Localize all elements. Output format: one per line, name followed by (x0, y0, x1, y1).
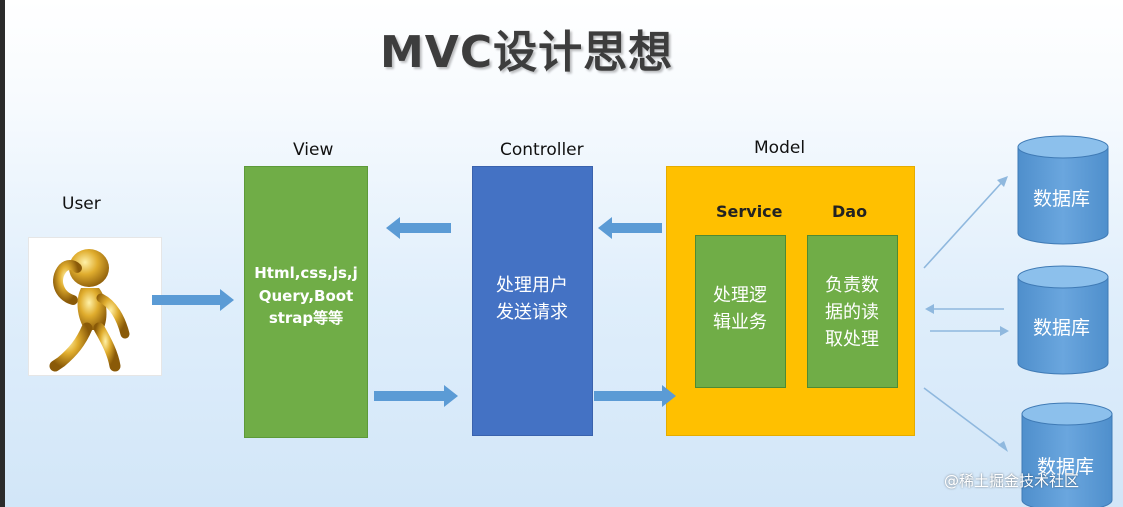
arrow-dao-to-db-bottom (923, 387, 1005, 449)
service-description: 处理逻 辑业务 (700, 282, 780, 336)
user-figure-icon (49, 249, 130, 372)
window-edge (0, 0, 5, 507)
dao-text-line: 据的读 (825, 302, 879, 323)
arrow-dao-to-db-top (923, 179, 1005, 269)
dao-text-line: 取处理 (825, 329, 879, 350)
service-text-line: 处理逻 (713, 285, 767, 306)
view-text-line: strap等等 (268, 309, 344, 327)
arrow-view-to-controller (374, 385, 458, 407)
dao-description: 负责数 据的读 取处理 (812, 272, 892, 353)
dao-label: Dao (832, 202, 868, 221)
controller-label: Controller (500, 140, 584, 160)
database-top-label: 数据库 (1033, 188, 1091, 210)
watermark: @稀土掘金技术社区 (944, 472, 1080, 490)
diagram-title: MVC设计思想 (380, 27, 674, 78)
controller-description: 处理用户 发送请求 (478, 272, 586, 326)
arrow-model-to-controller (598, 217, 662, 239)
arrow-controller-to-model (594, 385, 676, 407)
view-box (244, 166, 368, 438)
database-bottom-label: 数据库 (1037, 456, 1095, 478)
dao-box (807, 235, 898, 388)
controller-box (472, 166, 593, 436)
model-label: Model (754, 138, 806, 158)
arrow-controller-to-view (386, 217, 451, 239)
view-label: View (293, 140, 334, 160)
view-description: Html,css,js,j Query,Boot strap等等 (249, 262, 363, 330)
view-text-line: Query,Boot (258, 286, 354, 305)
database-middle-icon (1017, 265, 1109, 375)
controller-text-line: 处理用户 (496, 275, 568, 296)
dao-text-line: 负责数 (825, 275, 879, 296)
database-top-icon (1017, 135, 1109, 245)
controller-text-line: 发送请求 (496, 302, 568, 323)
service-label: Service (716, 202, 783, 221)
service-text-line: 辑业务 (713, 312, 767, 333)
database-bottom-icon (1021, 402, 1113, 507)
service-box (695, 235, 786, 388)
arrow-user-to-view (152, 289, 234, 311)
database-middle-label: 数据库 (1033, 317, 1091, 339)
user-label: User (62, 194, 101, 214)
view-text-line: Html,css,js,j (254, 264, 358, 282)
user-figure (28, 237, 162, 376)
